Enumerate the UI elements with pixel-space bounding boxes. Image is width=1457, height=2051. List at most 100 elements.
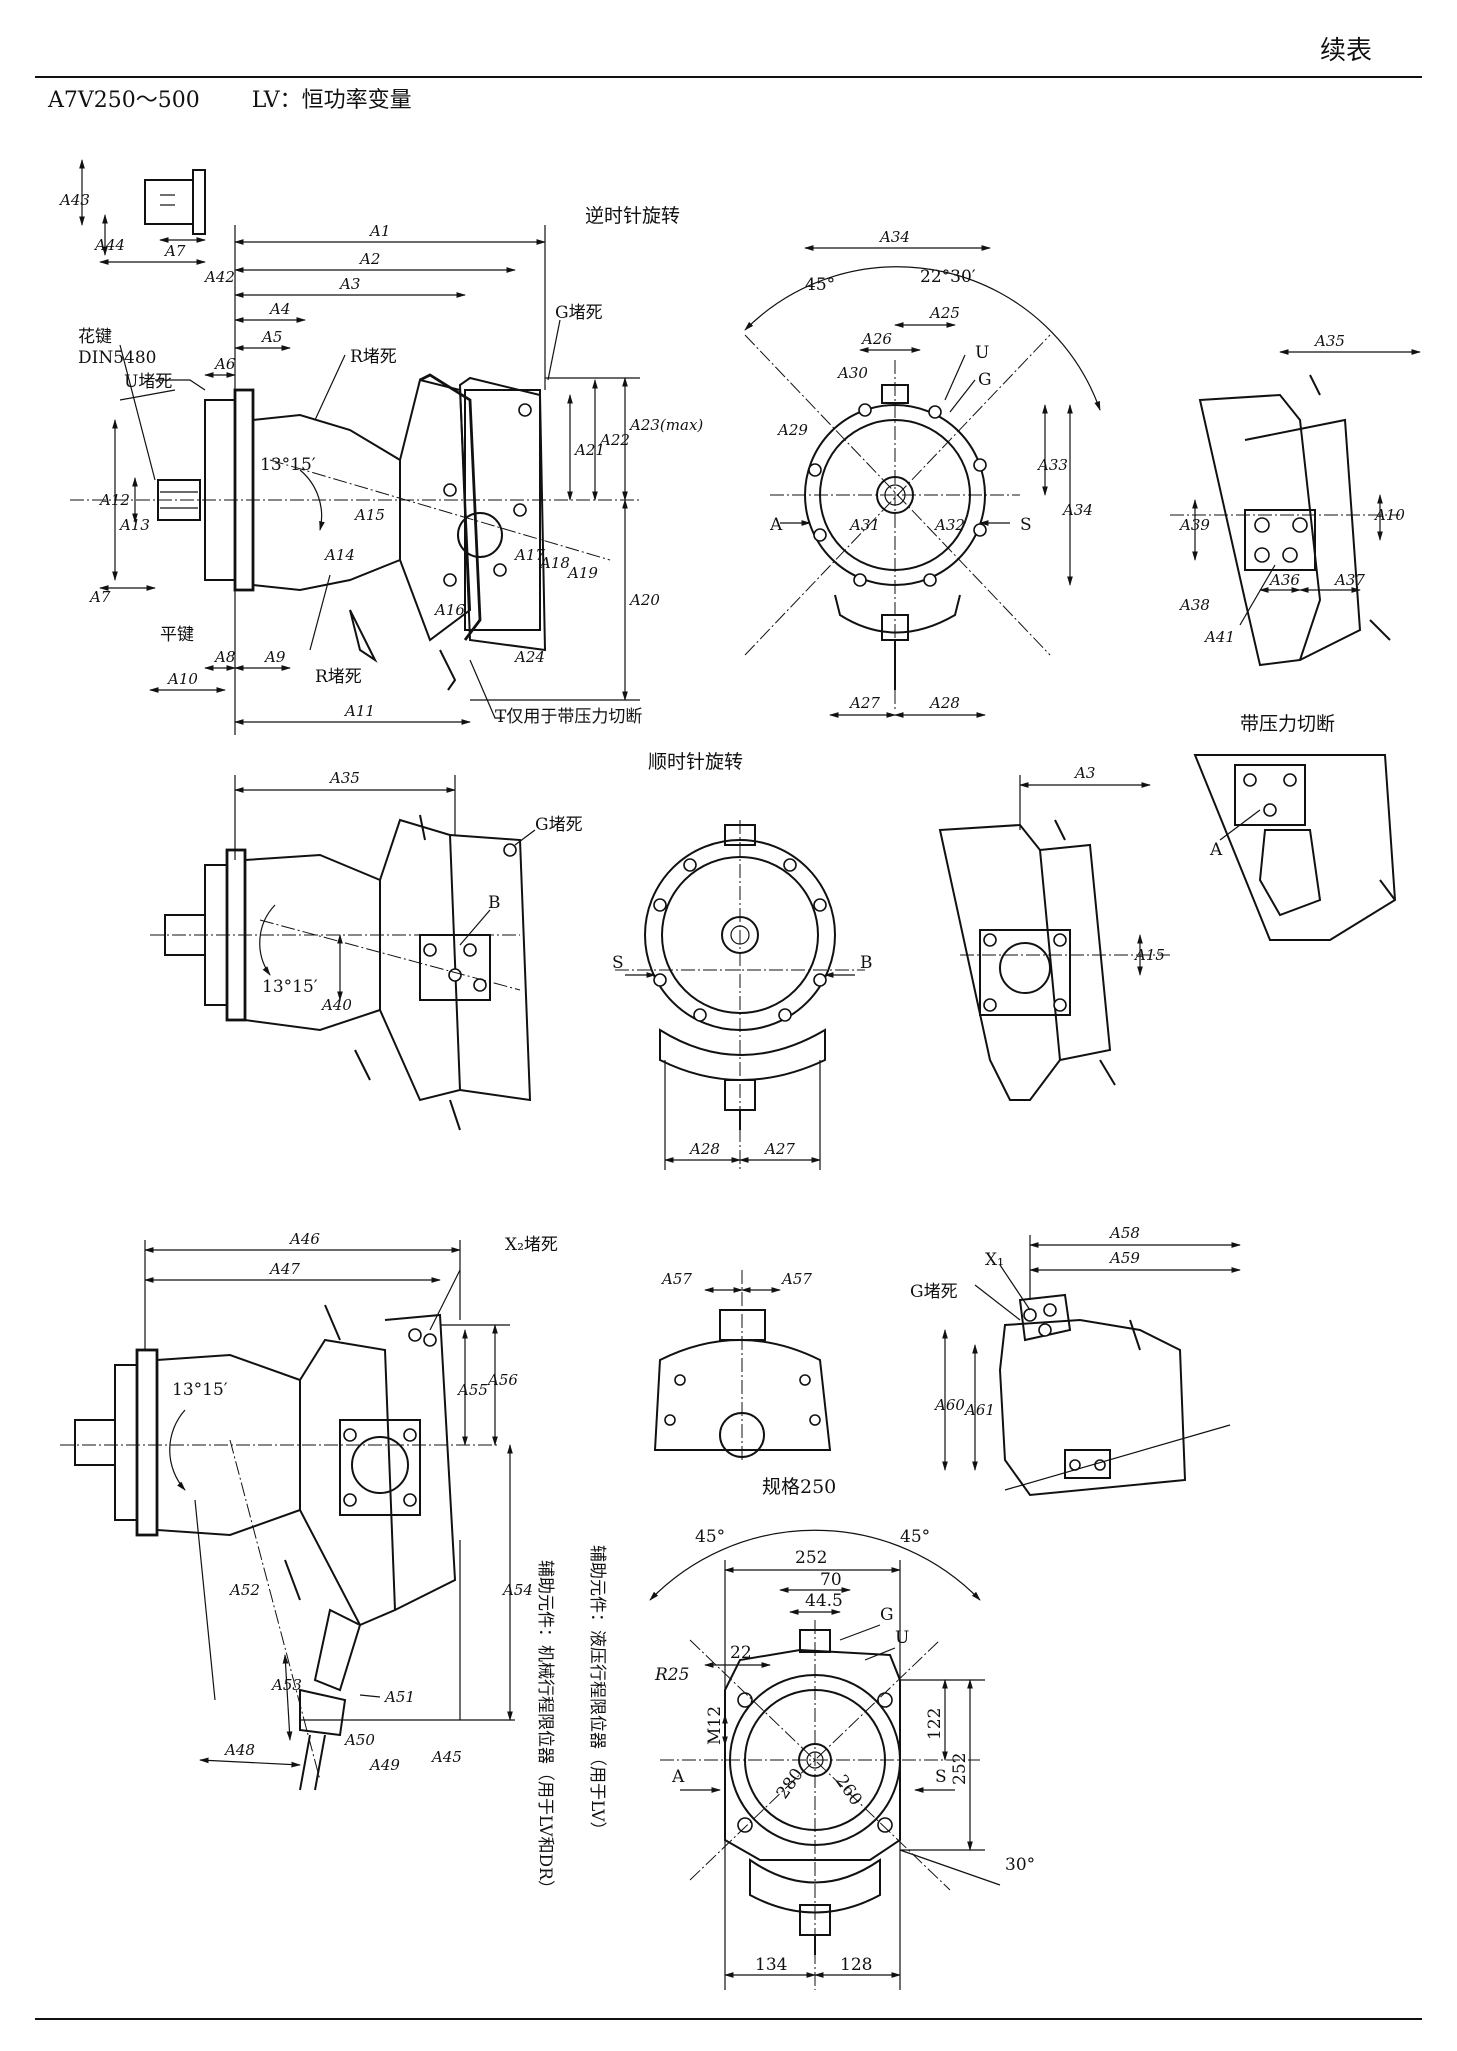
dim-a28-v5: A28 bbox=[688, 1140, 720, 1158]
dim-a52: A52 bbox=[228, 1581, 260, 1599]
dim-70: 70 bbox=[820, 1570, 842, 1590]
angle-45-left: 45° bbox=[695, 1527, 725, 1547]
dim-a10: A10 bbox=[166, 670, 198, 688]
dim-a6: A6 bbox=[213, 355, 236, 373]
angle-13-v7: 13°15′ bbox=[172, 1380, 228, 1400]
view-a57-front bbox=[653, 1270, 832, 1460]
dim-a27: A27 bbox=[848, 694, 880, 712]
dim-a7-lower: A7 bbox=[88, 588, 111, 606]
callout-g-v2: G bbox=[978, 370, 992, 390]
dim-a12: A12 bbox=[98, 491, 130, 509]
callout-g-plug-v9: G堵死 bbox=[910, 1282, 958, 1302]
dim-a22: A22 bbox=[598, 431, 630, 449]
dim-a32: A32 bbox=[933, 516, 965, 534]
callout-r25: R25 bbox=[654, 1665, 689, 1685]
dim-a26: A26 bbox=[860, 330, 892, 348]
port-s-v2: S bbox=[1020, 515, 1032, 535]
callout-r-plug-2: R堵死 bbox=[315, 667, 362, 687]
dim-a38: A38 bbox=[1178, 596, 1210, 614]
dim-a41: A41 bbox=[1203, 628, 1235, 646]
callout-g-size250: G bbox=[880, 1605, 894, 1625]
dim-a3: A3 bbox=[338, 275, 360, 293]
dim-a13: A13 bbox=[118, 516, 150, 534]
dim-a39: A39 bbox=[1178, 516, 1210, 534]
angle-45-right: 45° bbox=[900, 1527, 930, 1547]
callout-x1: X₁ bbox=[985, 1250, 1004, 1270]
dim-a35-v4: A35 bbox=[328, 769, 360, 787]
port-s-v5: S bbox=[612, 953, 624, 973]
header-rule bbox=[35, 76, 1422, 78]
callout-flat-key: 平键 bbox=[160, 625, 194, 645]
dim-a34-vertical: A34 bbox=[1061, 501, 1093, 519]
dim-252: 252 bbox=[795, 1548, 827, 1568]
dim-a15: A15 bbox=[353, 506, 385, 524]
dim-a56: A56 bbox=[486, 1371, 518, 1389]
dim-a33: A33 bbox=[1036, 456, 1068, 474]
dim-a21: A21 bbox=[573, 441, 605, 459]
dim-a31: A31 bbox=[848, 516, 880, 534]
dim-a8: A8 bbox=[213, 648, 235, 666]
dim-a43: A43 bbox=[58, 191, 90, 209]
dim-a2: A2 bbox=[358, 250, 380, 268]
dim-a30: A30 bbox=[836, 364, 868, 382]
continued-label: 续表 bbox=[1319, 36, 1372, 66]
view-ccw-side bbox=[70, 159, 640, 735]
dim-a20: A20 bbox=[628, 591, 660, 609]
dim-a46: A46 bbox=[288, 1230, 320, 1248]
dim-134: 134 bbox=[755, 1955, 787, 1975]
dim-252-vertical: 252 bbox=[950, 1753, 970, 1785]
caption-size250: 规格250 bbox=[762, 1476, 836, 1498]
view-cw-front bbox=[615, 820, 865, 1170]
dim-a48: A48 bbox=[223, 1741, 255, 1759]
dim-a5: A5 bbox=[260, 328, 282, 346]
dim-a15-v6: A15 bbox=[1133, 946, 1165, 964]
dim-a57-left: A57 bbox=[660, 1270, 692, 1288]
callout-x2-plug: X₂堵死 bbox=[505, 1235, 558, 1255]
dim-128: 128 bbox=[840, 1955, 872, 1975]
port-b-v4: B bbox=[488, 893, 501, 913]
callout-g-plug-v4: G堵死 bbox=[535, 815, 583, 835]
dim-a29: A29 bbox=[776, 421, 808, 439]
view-pressure-cut-detail bbox=[1193, 754, 1397, 941]
angle-13-v4: 13°15′ bbox=[262, 977, 318, 997]
dim-a59: A59 bbox=[1108, 1249, 1140, 1267]
port-a-v2: A bbox=[769, 515, 783, 535]
dim-22: 22 bbox=[730, 1643, 752, 1663]
caption-cw: 顺时针旋转 bbox=[648, 751, 743, 773]
dim-a10-v3: A10 bbox=[1373, 506, 1405, 524]
angle-45-v2: 45° bbox=[805, 275, 835, 295]
dim-44-5: 44.5 bbox=[805, 1591, 843, 1611]
callout-spline: 花键 bbox=[78, 327, 112, 347]
dim-a35: A35 bbox=[1313, 332, 1345, 350]
dim-a55: A55 bbox=[456, 1381, 488, 1399]
dim-a53: A53 bbox=[270, 1676, 302, 1694]
port-s-size250: S bbox=[935, 1767, 947, 1787]
port-a-detail: A bbox=[1209, 840, 1223, 860]
caption-ccw: 逆时针旋转 bbox=[585, 205, 680, 227]
dim-a19: A19 bbox=[566, 564, 598, 582]
view-cw-right bbox=[938, 775, 1170, 1101]
callout-r-plug: R堵死 bbox=[350, 347, 397, 367]
caption-pressure-cut: 带压力切断 bbox=[1240, 713, 1335, 735]
dim-a34: A34 bbox=[878, 228, 910, 246]
mode-label: LV：恒功率变量 bbox=[251, 88, 412, 113]
dim-a49: A49 bbox=[368, 1756, 400, 1774]
callout-m12: M12 bbox=[705, 1706, 725, 1745]
dim-a18: A18 bbox=[538, 554, 570, 572]
dim-a1: A1 bbox=[368, 222, 390, 240]
dim-a37: A37 bbox=[1333, 571, 1365, 589]
note-mechanical-stop: 辅助元件：机械行程限位器（用于LV和DR） bbox=[535, 1560, 555, 1897]
dim-a54: A54 bbox=[501, 1581, 533, 1599]
dim-a27-v5: A27 bbox=[763, 1140, 795, 1158]
view-x1-detail bbox=[942, 1235, 1241, 1497]
view-size250-front bbox=[649, 1529, 1001, 1990]
angle-22-v2: 22°30′ bbox=[920, 267, 976, 287]
view-ccw-front bbox=[744, 245, 1101, 718]
dim-a60: A60 bbox=[933, 1396, 965, 1414]
callout-g-plug: G堵死 bbox=[555, 303, 603, 323]
angle-30: 30° bbox=[1005, 1855, 1035, 1875]
dim-a7: A7 bbox=[163, 242, 186, 260]
dim-a57-right: A57 bbox=[780, 1270, 812, 1288]
dim-122: 122 bbox=[925, 1708, 945, 1740]
